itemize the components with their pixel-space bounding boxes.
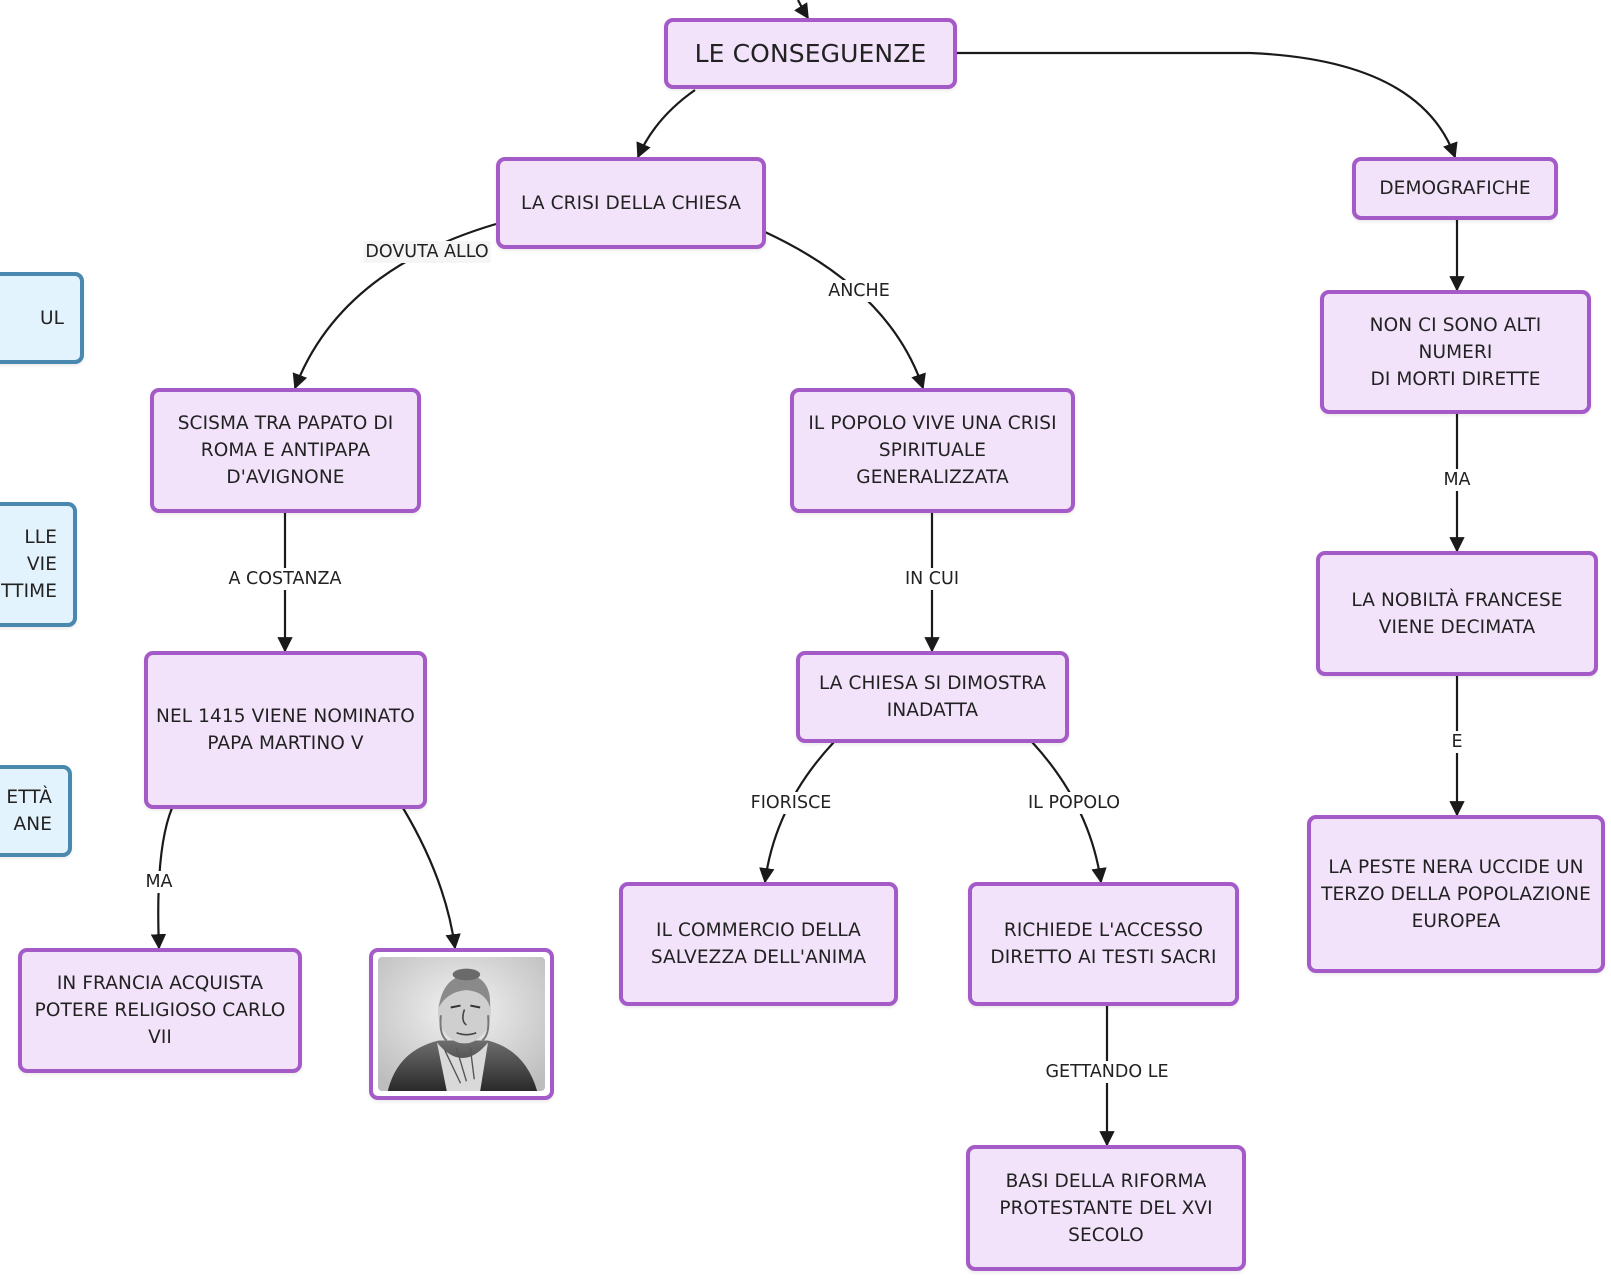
- node-nobilta[interactable]: LA NOBILTÀ FRANCESE VIENE DECIMATA: [1316, 551, 1598, 676]
- side-node-3-text: ETTÀ ANE: [6, 787, 52, 835]
- node-peste[interactable]: LA PESTE NERA UCCIDE UN TERZO DELLA POPO…: [1307, 815, 1605, 973]
- node-scisma-text: SCISMA TRA PAPATO DI ROMA E ANTIPAPA D'A…: [177, 413, 394, 488]
- node-accesso[interactable]: RICHIEDE L'ACCESSO DIRETTO AI TESTI SACR…: [968, 882, 1239, 1006]
- node-le-conseguenze[interactable]: LE CONSEGUENZE: [664, 18, 957, 89]
- edge-crisi-to-popolo: [764, 231, 926, 390]
- node-popolo-crisi[interactable]: IL POPOLO VIVE UNA CRISI SPIRITUALE GENE…: [790, 388, 1075, 513]
- node-carlo[interactable]: IN FRANCIA ACQUISTA POTERE RELIGIOSO CAR…: [18, 948, 302, 1073]
- edge-label-anche: ANCHE: [826, 280, 892, 302]
- edge-crisi-to-scisma: [292, 222, 497, 390]
- node-inadatta-text: LA CHIESA SI DIMOSTRA INADATTA: [818, 673, 1047, 721]
- edge-label-in-cui: IN CUI: [902, 568, 962, 590]
- node-accesso-text: RICHIEDE L'ACCESSO DIRETTO AI TESTI SACR…: [990, 920, 1217, 968]
- node-martino[interactable]: NEL 1415 VIENE NOMINATO PAPA MARTINO V: [144, 651, 427, 809]
- side-node-1[interactable]: UL: [0, 272, 84, 364]
- node-martino-text: NEL 1415 VIENE NOMINATO PAPA MARTINO V: [156, 706, 415, 754]
- edge-incoming-top: [794, 0, 809, 20]
- edge-root-to-crisi: [636, 89, 696, 159]
- edge-root-to-demografiche: [956, 51, 1458, 159]
- node-commercio-text: IL COMMERCIO DELLA SALVEZZA DELL'ANIMA: [650, 920, 867, 968]
- node-crisi-chiesa-text: LA CRISI DELLA CHIESA: [521, 192, 741, 214]
- side-node-2[interactable]: LLE VIE TTIME: [0, 502, 77, 627]
- edge-label-gettando-le: GETTANDO LE: [1043, 1061, 1171, 1083]
- edge-label-ma-right: MA: [1441, 469, 1473, 491]
- edge-martino-to-carlo: [150, 807, 174, 950]
- node-crisi-chiesa[interactable]: LA CRISI DELLA CHIESA: [496, 157, 766, 249]
- node-popolo-crisi-text: IL POPOLO VIVE UNA CRISI SPIRITUALE GENE…: [808, 413, 1057, 488]
- node-morti-text: NON CI SONO ALTI NUMERI DI MORTI DIRETTE: [1369, 314, 1542, 390]
- node-commercio[interactable]: IL COMMERCIO DELLA SALVEZZA DELL'ANIMA: [619, 882, 898, 1006]
- node-scisma[interactable]: SCISMA TRA PAPATO DI ROMA E ANTIPAPA D'A…: [150, 388, 421, 513]
- edge-label-fiorisce: FIORISCE: [748, 792, 834, 814]
- node-peste-text: LA PESTE NERA UCCIDE UN TERZO DELLA POPO…: [1321, 856, 1591, 932]
- node-morti[interactable]: NON CI SONO ALTI NUMERI DI MORTI DIRETTE: [1320, 290, 1591, 414]
- side-node-3[interactable]: ETTÀ ANE: [0, 765, 72, 857]
- node-riforma-text: BASI DELLA RIFORMA PROTESTANTE DEL XVI S…: [999, 1170, 1213, 1246]
- edge-label-il-popolo: IL POPOLO: [1025, 792, 1123, 814]
- node-le-conseguenze-text: LE CONSEGUENZE: [694, 39, 927, 68]
- portrait-image: [378, 957, 545, 1091]
- portrait-engraving: [378, 957, 545, 1091]
- side-node-2-text: LLE VIE TTIME: [1, 527, 57, 602]
- node-nobilta-text: LA NOBILTÀ FRANCESE VIENE DECIMATA: [1351, 589, 1563, 638]
- node-demografiche-text: DEMOGRAFICHE: [1379, 178, 1531, 199]
- node-portrait[interactable]: [369, 948, 554, 1100]
- side-node-1-text: UL: [39, 307, 64, 329]
- node-carlo-text: IN FRANCIA ACQUISTA POTERE RELIGIOSO CAR…: [34, 973, 286, 1048]
- node-riforma[interactable]: BASI DELLA RIFORMA PROTESTANTE DEL XVI S…: [966, 1145, 1246, 1271]
- node-demografiche[interactable]: DEMOGRAFICHE: [1352, 157, 1558, 220]
- edge-label-e: E: [1449, 731, 1465, 753]
- edge-label-a-costanza: A COSTANZA: [226, 568, 344, 590]
- edge-martino-to-portrait: [402, 807, 461, 950]
- edge-label-dovuta-allo: DOVUTA ALLO: [363, 241, 491, 263]
- edge-label-ma-left: MA: [143, 871, 175, 893]
- node-inadatta[interactable]: LA CHIESA SI DIMOSTRA INADATTA: [796, 651, 1069, 743]
